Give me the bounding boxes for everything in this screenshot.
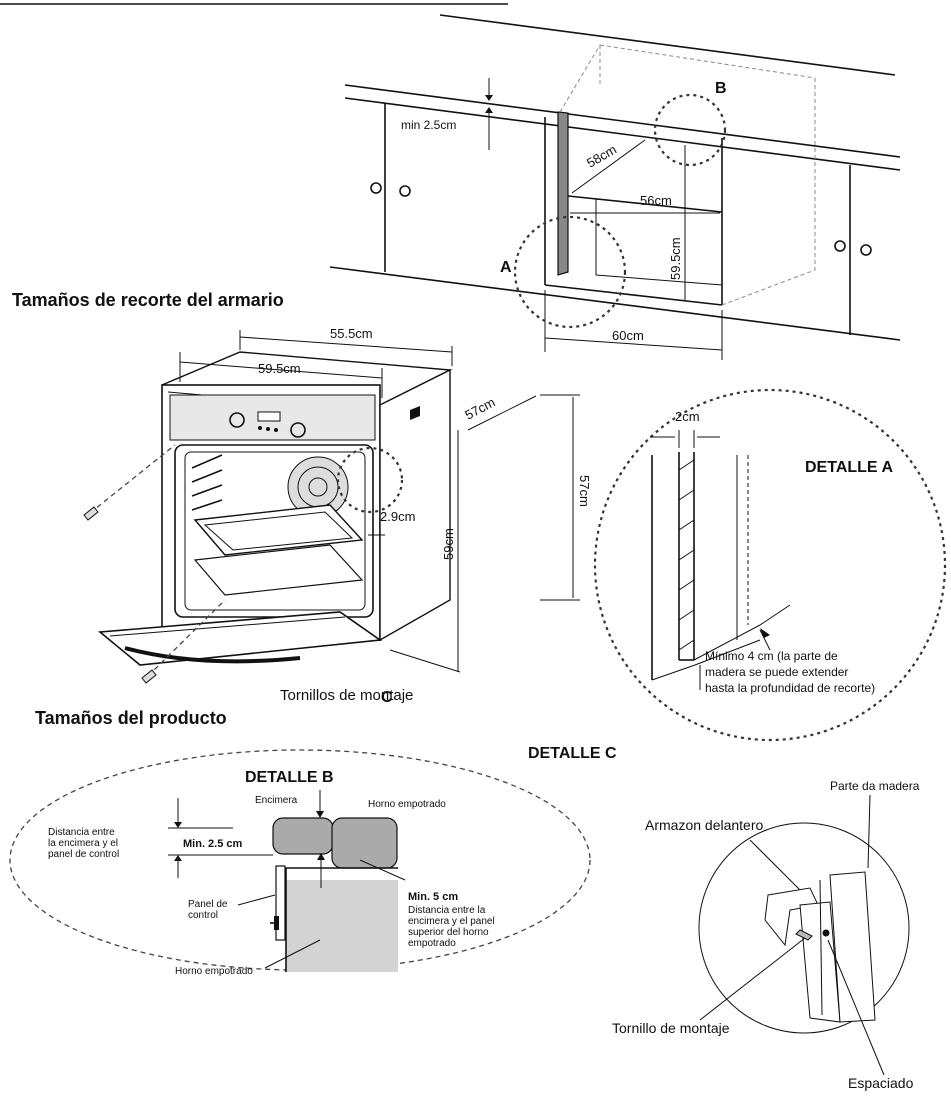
cabinet-width-label: 60cm <box>612 328 644 343</box>
detail-c-parte-madera-label: Parte da madera <box>830 779 920 793</box>
callout-a-circle <box>513 215 627 329</box>
detail-b-dist-line-1: Distancia entre <box>48 827 115 838</box>
product-section-title: Tamaños del producto <box>35 708 227 728</box>
top-depth-label: 55.5cm <box>330 326 373 341</box>
detail-a: DETALLE A 2cm Mínimo 4 cm (la parte de <box>593 388 947 742</box>
callout-a-letter: A <box>500 259 512 276</box>
upper-screw-path <box>89 444 176 514</box>
detail-c-espaciado-label: Espaciado <box>848 1075 914 1091</box>
upper-screw <box>83 506 99 521</box>
detail-a-title: DETALLE A <box>805 459 893 476</box>
detail-a-thickness-label: 2cm <box>675 409 700 424</box>
detail-c-title: DETALLE C <box>528 745 617 762</box>
mounting-screws-label: Tornillos de montaje <box>280 687 413 704</box>
cabinet-section-title: Tamaños de recorte del armario <box>12 290 284 310</box>
detail-b-horno-top-label: Horno empotrado <box>368 799 446 810</box>
oven-product-drawing: 55.5cm 59.5cm 57cm 57cm 59cm 2.9cm C <box>83 326 592 706</box>
cabinet-height-label: 59.5cm <box>668 237 683 280</box>
detail-b: DETALLE B Encimera Horno empotrado Min. … <box>9 749 591 977</box>
detail-b-min5-line-4: empotrado <box>408 938 456 949</box>
detail-c-armazon-label: Armazon delantero <box>645 817 764 833</box>
detail-b-min5-line-1: Distancia entre la <box>408 905 486 916</box>
cabinet-min-gap-label: min 2.5cm <box>401 118 456 132</box>
cabinet-depth-label: 58cm <box>584 142 619 171</box>
detail-a-note-line-1: Mínimo 4 cm (la parte de <box>705 649 838 663</box>
detail-b-dist-line-2: la encimera y el <box>48 838 118 849</box>
detail-b-dist-line-3: panel de control <box>48 849 119 860</box>
frame-offset-label: 2.9cm <box>380 509 415 524</box>
countertop-shape <box>272 817 334 855</box>
detail-c-tornillo-label: Tornillo de montaje <box>612 1020 730 1036</box>
cabinet-cutout-drawing: min 2.5cm 58cm 56cm 59.5cm 60cm A B <box>0 3 901 360</box>
detail-b-horno-bottom-label: Horno empotrado <box>175 966 253 977</box>
detail-b-panel-line-1: Panel de <box>188 899 228 910</box>
detail-a-note-line-2: madera se puede extender <box>705 665 848 679</box>
callout-b-letter: B <box>715 80 727 97</box>
lower-screw <box>141 669 157 684</box>
callout-c-letter: C <box>381 689 393 706</box>
body-height-label: 57cm <box>577 475 592 507</box>
detail-c-circle <box>698 822 910 1034</box>
detail-c: Parte da madera Armazon delantero Tornil… <box>612 779 920 1091</box>
oven-top-shape <box>331 817 398 869</box>
detail-b-min5-line-2: encimera y el panel <box>408 916 495 927</box>
detail-b-min5-label: Min. 5 cm <box>408 891 458 903</box>
detail-b-ellipse <box>9 749 591 971</box>
lower-screw-path <box>147 599 226 677</box>
cabinet-inner-width-label: 56cm <box>640 193 672 208</box>
callout-b-circle <box>653 93 727 167</box>
detail-b-encimera-label: Encimera <box>255 795 298 806</box>
detail-b-title: DETALLE B <box>245 769 334 786</box>
detail-a-circle <box>593 388 947 742</box>
front-height-label: 59cm <box>441 528 456 560</box>
detail-b-min25-label: Min. 2.5 cm <box>183 838 243 850</box>
detail-b-panel-line-2: control <box>188 910 218 921</box>
callout-c-circle <box>336 446 404 514</box>
front-width-label: 59.5cm <box>258 361 301 376</box>
detail-a-note-line-3: hasta la profundidad de recorte) <box>705 681 875 695</box>
detail-b-min5-line-3: superior del horno <box>408 927 489 938</box>
